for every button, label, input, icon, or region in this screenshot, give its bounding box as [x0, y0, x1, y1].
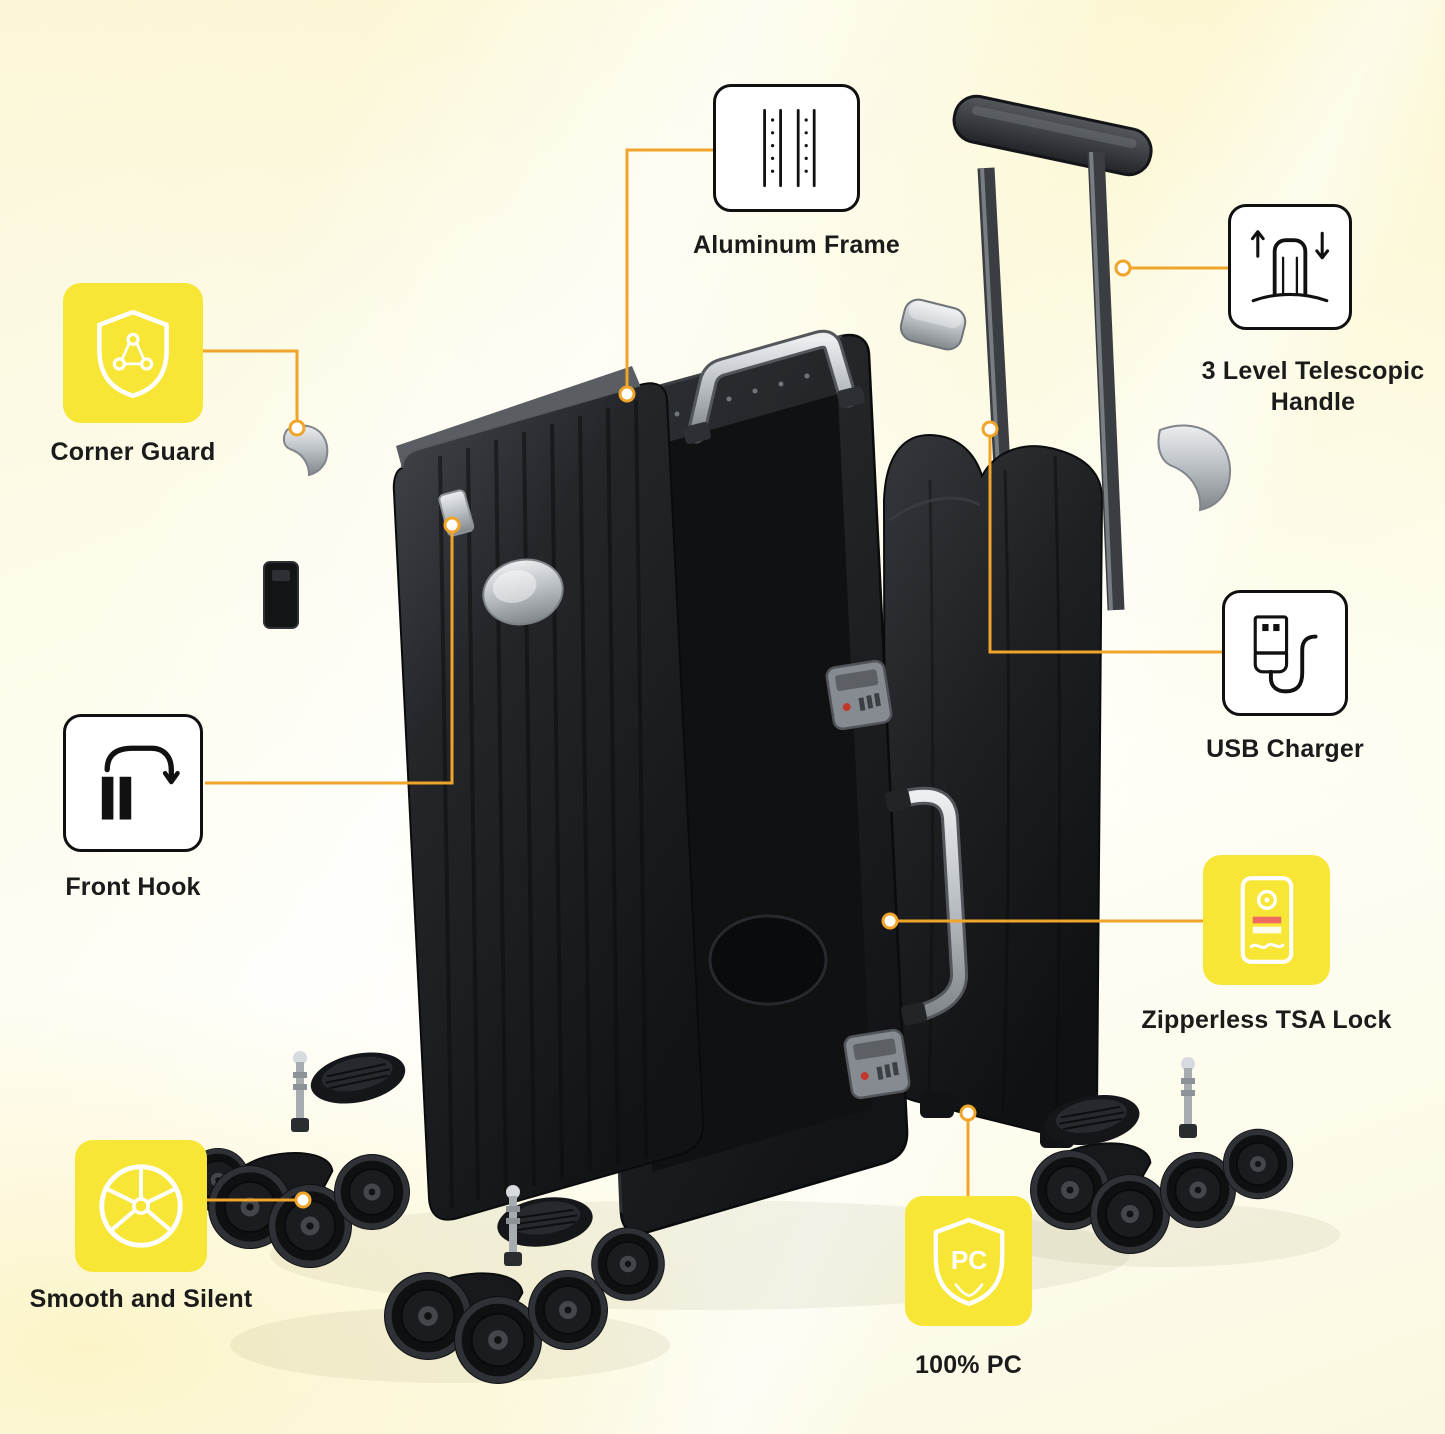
feature-label-telescopic-handle: 3 Level Telescopic Handle — [1201, 357, 1425, 417]
leader-wheels — [207, 1191, 312, 1209]
feature-label-aluminum-frame: Aluminum Frame — [693, 231, 900, 259]
front-hook-icon — [63, 714, 203, 852]
front-shell-ridges — [438, 399, 648, 1209]
feature-tsa-lock: Zipperless TSA Lock — [1141, 855, 1391, 1034]
leader-usb-charger — [981, 420, 1222, 654]
feature-label-pc-material: 100% PC — [914, 1351, 1023, 1379]
leader-corner-guard — [203, 349, 306, 437]
leader-tsa-lock — [881, 912, 1203, 930]
telescopic-tube-right — [1087, 151, 1125, 611]
corner-guard-part-left — [282, 424, 329, 477]
telescopic-handle-icon — [1228, 204, 1352, 330]
feature-label-wheels: Smooth and Silent — [29, 1285, 253, 1313]
top-carry-handle — [683, 329, 865, 445]
feature-front-hook: Front Hook — [63, 714, 203, 901]
feature-label-usb-charger: USB Charger — [1206, 735, 1364, 763]
wheel-icon — [75, 1140, 207, 1272]
front-corner-cap — [482, 558, 564, 626]
loose-parts — [263, 298, 1232, 629]
tsa-lock-top — [825, 659, 893, 731]
feature-label-tsa-lock: Zipperless TSA Lock — [1141, 1006, 1392, 1034]
leader-aluminum-frame — [618, 148, 713, 403]
leader-telescopic-handle — [1114, 259, 1228, 277]
usb-charger-icon — [1222, 590, 1348, 716]
pc-shield-icon: PC — [905, 1196, 1032, 1326]
suitcase-front-shell — [392, 366, 705, 1221]
feature-corner-guard: Corner Guard — [51, 283, 215, 466]
feature-pc-material: PC 100% PC — [905, 1196, 1032, 1379]
usb-module-part — [263, 561, 299, 629]
feature-wheels: Smooth and Silent — [30, 1140, 252, 1313]
side-handle — [884, 786, 969, 1026]
feature-label-front-hook: Front Hook — [65, 873, 201, 901]
tsa-lock-icon — [1203, 855, 1330, 985]
tsa-lock-bottom — [843, 1028, 911, 1100]
feature-telescopic-handle: 3 Level Telescopic Handle — [1202, 204, 1424, 416]
leader-front-hook — [205, 516, 461, 785]
pc-shield-text: PC — [950, 1245, 986, 1275]
feature-aluminum-frame: Aluminum Frame — [693, 84, 900, 259]
corner-guard-part-right — [1157, 424, 1232, 512]
aluminum-frame-icon — [713, 84, 860, 212]
suitcase-back-shell — [882, 434, 1104, 1148]
handle-clip-part — [899, 298, 967, 351]
feature-label-corner-guard: Corner Guard — [50, 438, 216, 466]
corner-guard-icon — [63, 283, 203, 423]
leader-pc-material — [959, 1104, 977, 1196]
feature-usb-charger: USB Charger — [1206, 590, 1364, 763]
